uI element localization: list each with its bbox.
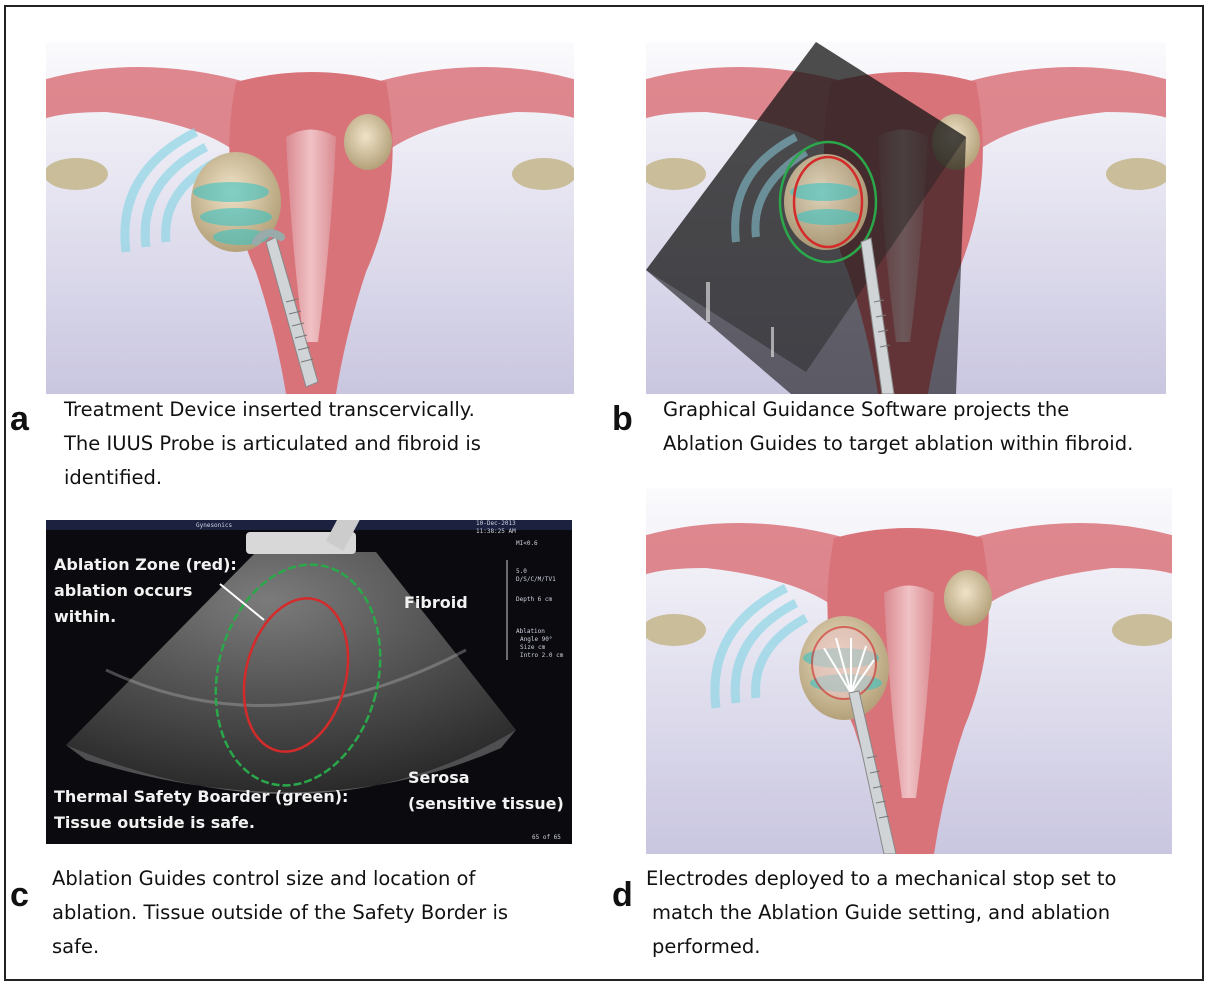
screen-date: 10-Dec-2013 xyxy=(476,520,516,528)
panel-b-illustration xyxy=(646,42,1166,394)
caption-c-line-1: Ablation Guides control size and locatio… xyxy=(52,862,475,896)
label-serosa-1: Serosa xyxy=(408,765,470,791)
panel-letter-a: a xyxy=(10,402,29,436)
label-ablation-zone-3: within. xyxy=(54,604,116,630)
label-fibroid: Fibroid xyxy=(404,590,468,616)
screen-ablation-3: Size cm xyxy=(520,644,545,652)
caption-d-line-3: performed. xyxy=(652,930,760,964)
label-serosa-2: (sensitive tissue) xyxy=(408,791,564,817)
caption-a-line-1: Treatment Device inserted transcervicall… xyxy=(64,393,475,427)
screen-frame-counter: 65 of 65 xyxy=(532,834,561,842)
label-thermal-2: Tissue outside is safe. xyxy=(54,810,255,836)
screen-time: 11:38:25 AM xyxy=(476,528,516,536)
screen-ablation-2: Angle 90° xyxy=(520,636,553,644)
panel-letter-c: c xyxy=(10,878,29,912)
screen-ablation-1: Ablation xyxy=(516,628,545,636)
caption-c-line-3: safe. xyxy=(52,930,99,964)
ablation-zone-deployed xyxy=(812,627,876,699)
caption-d-line-2: match the Ablation Guide setting, and ab… xyxy=(652,896,1110,930)
screen-brand: Gynesonics xyxy=(196,522,232,530)
caption-a-line-2: The IUUS Probe is articulated and fibroi… xyxy=(64,427,481,461)
label-thermal-1: Thermal Safety Boarder (green): xyxy=(54,784,348,810)
screen-setting-2: D/S/C/M/TV1 xyxy=(516,576,556,584)
caption-b-line-2: Ablation Guides to target ablation withi… xyxy=(663,427,1133,461)
panel-letter-b: b xyxy=(612,402,633,436)
label-ablation-zone-1: Ablation Zone (red): xyxy=(54,552,237,578)
caption-d-line-1: Electrodes deployed to a mechanical stop… xyxy=(646,862,1116,896)
panel-letter-d: d xyxy=(612,878,633,912)
screen-mi: MI<0.6 xyxy=(516,540,538,548)
small-fibroid xyxy=(344,114,392,170)
caption-b-line-1: Graphical Guidance Software projects the xyxy=(663,393,1069,427)
label-ablation-zone-2: ablation occurs xyxy=(54,578,192,604)
ovary-left xyxy=(46,158,108,190)
panel-d-illustration xyxy=(646,488,1172,854)
caption-c-line-2: ablation. Tissue outside of the Safety B… xyxy=(52,896,508,930)
panel-c-ultrasound: Gynesonics 10-Dec-2013 11:38:25 AM MI<0.… xyxy=(46,520,572,844)
ovary-right xyxy=(512,158,574,190)
screen-setting-3: Depth 6 cm xyxy=(516,596,552,604)
screen-ablation-4: Intro 2.0 cm xyxy=(520,652,563,660)
screen-setting-1: 5.0 xyxy=(516,568,527,576)
caption-a-line-3: identified. xyxy=(64,461,162,495)
panel-a-illustration xyxy=(46,42,574,394)
